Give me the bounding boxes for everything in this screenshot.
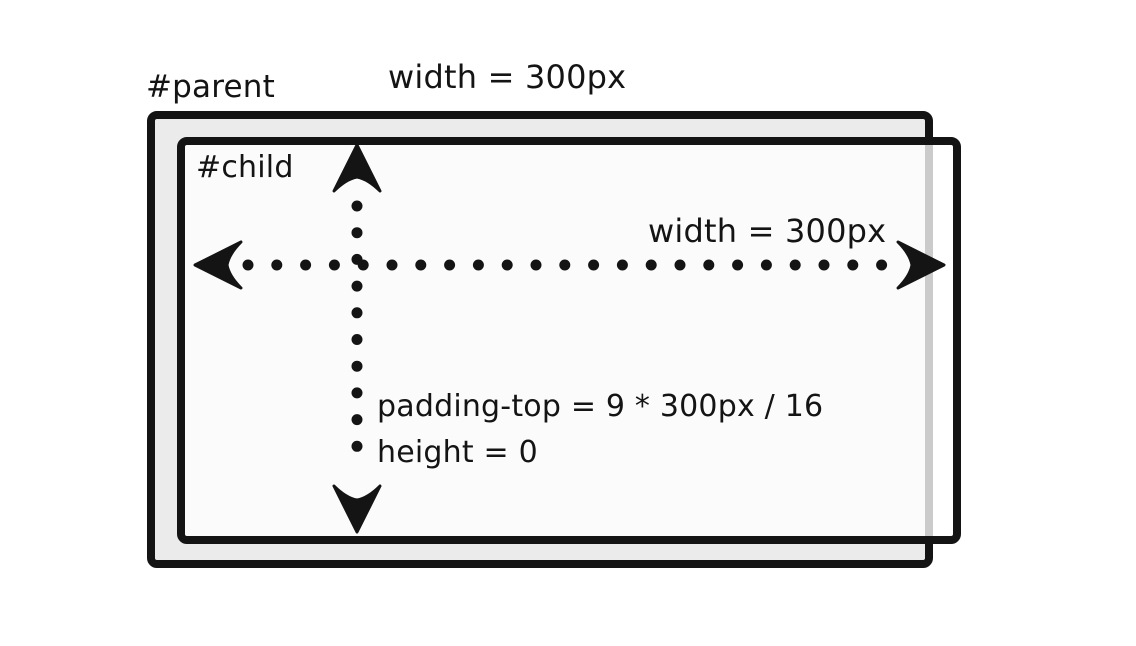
child-width-label: width = 300px xyxy=(648,212,887,250)
child-label: #child xyxy=(196,150,294,185)
height-label: height = 0 xyxy=(377,435,538,470)
parent-label: #parent xyxy=(146,69,275,105)
child-box xyxy=(177,137,961,544)
padding-top-label: padding-top = 9 * 300px / 16 xyxy=(377,389,824,424)
parent-width-label: width = 300px xyxy=(388,58,627,96)
